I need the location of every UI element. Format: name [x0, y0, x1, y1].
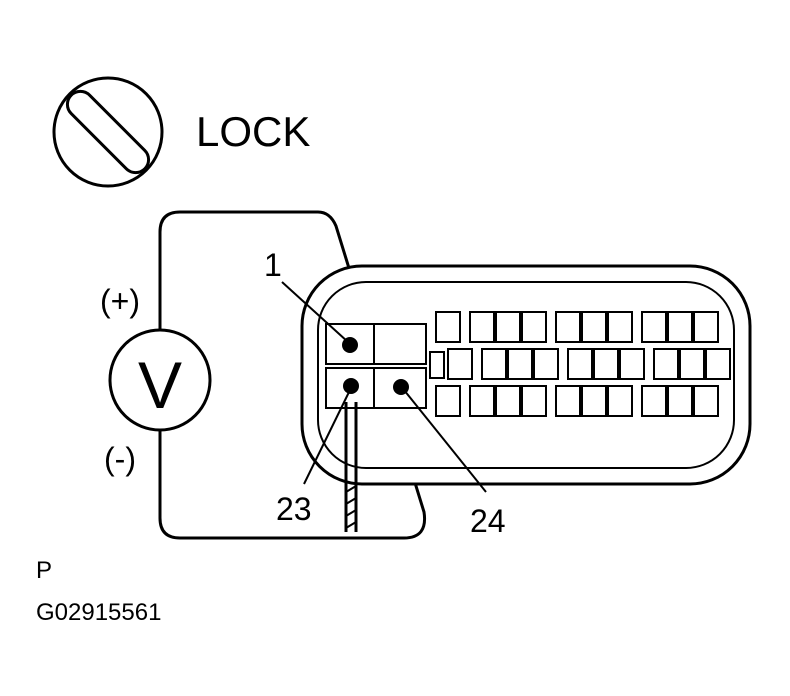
terminal-label-24: 24: [470, 503, 506, 539]
diagram-mark: P: [36, 557, 52, 584]
ignition-key-lock-icon: [52, 76, 164, 188]
figure-code: G02915561: [36, 599, 161, 626]
voltmeter-symbol: V: [138, 348, 182, 422]
leader-line-24: [403, 389, 487, 493]
terminal-label-1: 1: [264, 247, 282, 283]
leader-line-1: [281, 281, 349, 343]
positive-lead-label: (+): [100, 283, 140, 319]
probe-point-pin-23: [343, 378, 359, 394]
voltmeter-icon: [108, 328, 212, 432]
leader-line-23: [303, 389, 351, 485]
terminal-cavity-2: [373, 323, 427, 365]
pin-23-harness-wire: [344, 402, 358, 532]
small-terminal-cavities: [429, 311, 731, 417]
terminal-label-23: 23: [276, 491, 312, 527]
wire-harness-connector: [300, 264, 752, 486]
negative-lead-label: (-): [104, 441, 136, 477]
ignition-position-label: LOCK: [196, 108, 310, 155]
test-lead-wire: [158, 210, 427, 540]
